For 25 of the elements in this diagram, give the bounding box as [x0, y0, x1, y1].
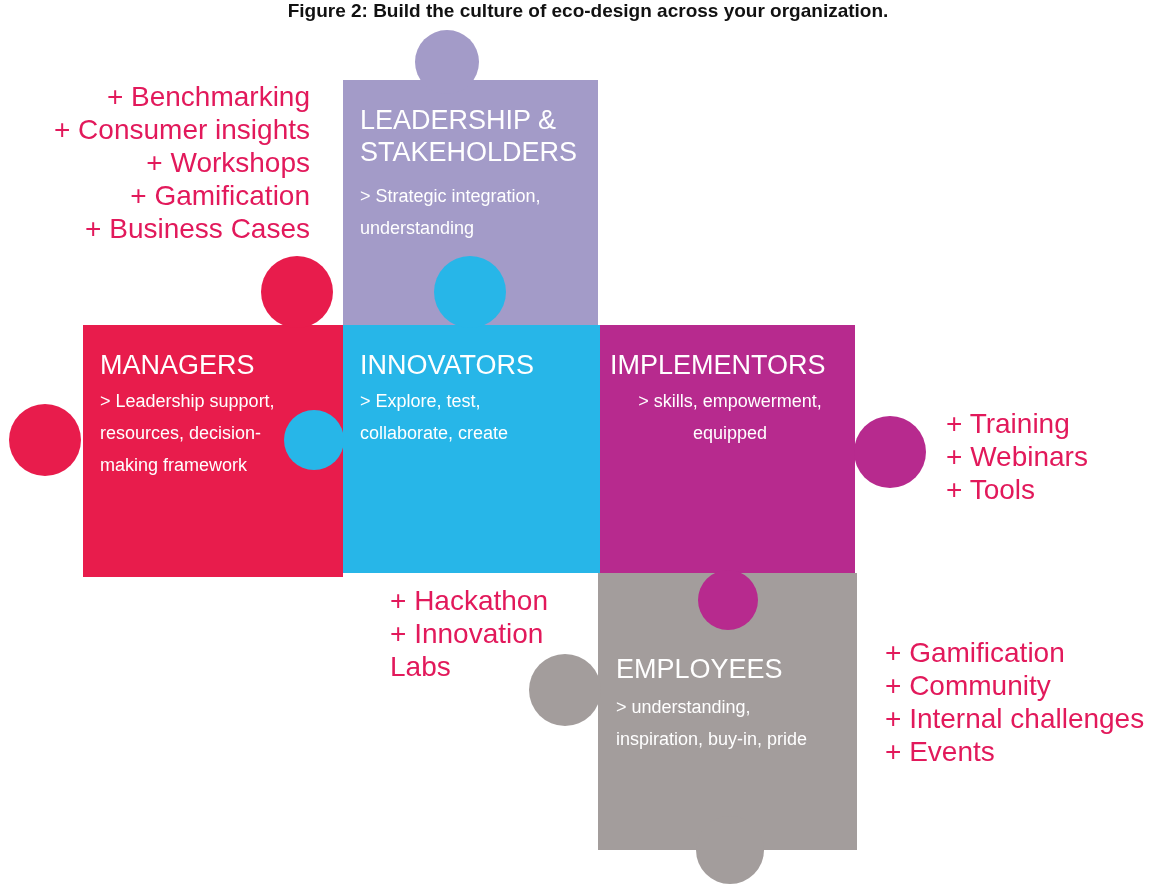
benefit-item: + Innovation Labs [390, 617, 545, 683]
benefit-item: + Community [885, 669, 1052, 702]
benefit-item: + Events [885, 735, 996, 768]
benefit-item: + Business Cases [84, 212, 310, 245]
benefit-item: + Hackathon [390, 584, 549, 617]
piece-heading: LEADERSHIP & STAKEHOLDERS [360, 104, 579, 168]
benefit-item: + Gamification [885, 636, 1066, 669]
benefit-item: + Workshops [145, 146, 310, 179]
piece-description: > understanding, inspiration, buy-in, pride [616, 696, 809, 751]
benefit-item: + Gamification [129, 179, 310, 212]
piece-description: > Explore, test, collaborate, create [360, 390, 510, 445]
piece-heading: IMPLEMENTORS [610, 349, 827, 381]
benefit-item: + Training [946, 407, 1071, 440]
benefit-item: + Internal challenges [885, 702, 1146, 735]
piece-description: > Leadership support, resources, decision-making framework [100, 390, 276, 477]
piece-heading: EMPLOYEES [616, 653, 784, 685]
benefit-item: + Consumer insights [53, 113, 310, 146]
benefit-item: + Webinars [946, 440, 1089, 473]
piece-heading: INNOVATORS [360, 349, 536, 381]
benefit-item: + Benchmarking [105, 80, 310, 113]
piece-description: > skills, empowerment, equipped [637, 390, 823, 445]
piece-description: > Strategic integration, understanding [360, 185, 542, 240]
figure-title: Figure 2: Build the culture of eco-design across your organization. [286, 0, 890, 22]
piece-heading: MANAGERS [100, 349, 256, 381]
benefit-item: + Tools [946, 473, 1036, 506]
